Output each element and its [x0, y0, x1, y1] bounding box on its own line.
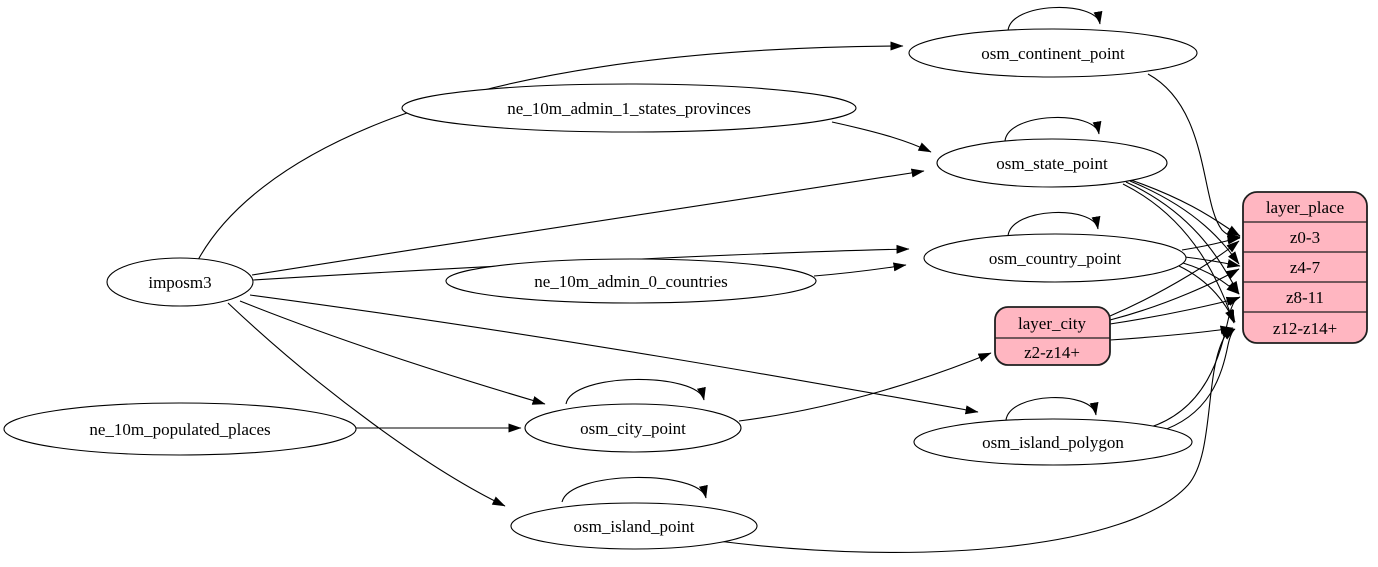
imposm3-label: imposm3: [148, 273, 211, 292]
osm_island_point-label: osm_island_point: [574, 517, 695, 536]
layer_city-shape: [994, 306, 1111, 366]
node-osm_state_point: osm_state_point: [936, 138, 1168, 188]
layer_city-title: layer_city: [1018, 314, 1086, 333]
edge-osm_country_point-z12-z14: [1178, 265, 1236, 323]
edge-layer_city-z0-3: [1109, 240, 1240, 317]
edge-osm_state_point-z4-7: [1129, 180, 1240, 265]
edge-imposm3-osm_city_point: [239, 300, 546, 405]
node-osm_island_point: osm_island_point: [510, 502, 758, 550]
osm_island_polygon-label: osm_island_polygon: [982, 433, 1124, 452]
osm_continent_point-shape: [908, 28, 1198, 78]
edge-ne_10m_admin_0_countries-osm_country_point: [813, 262, 907, 277]
edge-osm_state_point-z0-3: [1127, 178, 1241, 237]
ne_10m_admin_0_countries-shape: [445, 258, 817, 304]
layer_place-row-z12-z14: z12-z14+: [1273, 319, 1337, 338]
node-ne_10m_admin_0_countries: ne_10m_admin_0_countries: [445, 258, 817, 304]
edge-imposm3-osm_continent_point: [197, 41, 904, 261]
selfloop-osm_island_polygon: [1005, 397, 1099, 421]
node-osm_continent_point: osm_continent_point: [908, 28, 1198, 78]
edge-imposm3-osm_island_polygon: [249, 294, 979, 415]
selfloop-osm_island_point: [561, 476, 708, 503]
ne_10m_populated_places-shape: [3, 402, 357, 456]
edge-osm_country_point-z4-7: [1184, 256, 1241, 268]
ne_10m_admin_0_countries-label: ne_10m_admin_0_countries: [534, 272, 728, 291]
edge-osm_state_point-z8-11: [1125, 181, 1240, 295]
edge-layer_city-z12-z14: [1109, 325, 1234, 341]
edge-osm_city_point-layer_city: [738, 352, 992, 422]
node-ne_10m_admin_1_states_provinces: ne_10m_admin_1_states_provinces: [401, 83, 857, 133]
edge-layer_city-z8-11: [1109, 296, 1240, 325]
edge-osm_island_polygon-z8-11: [1147, 296, 1241, 429]
edge-osm_country_point-z0-3: [1181, 235, 1241, 251]
node-osm_island_polygon: osm_island_polygon: [913, 418, 1193, 466]
selfloop-osm_city_point: [565, 378, 706, 405]
layer_place-shape: [1242, 191, 1368, 344]
edge-imposm3-osm_state_point: [251, 168, 925, 276]
osm_state_point-shape: [936, 138, 1168, 188]
node-layer_place: layer_place z0-3 z4-7 z8-11 z12-z14+: [1242, 191, 1368, 344]
osm_city_point-label: osm_city_point: [580, 419, 686, 438]
edge-osm_island_polygon-z12-z14: [1157, 328, 1236, 433]
osm_state_point-label: osm_state_point: [996, 154, 1108, 173]
node-imposm3: imposm3: [106, 257, 254, 307]
osm_country_point-shape: [923, 233, 1187, 283]
node-osm_country_point: osm_country_point: [923, 233, 1187, 283]
layer_place-row-z8-11: z8-11: [1286, 288, 1324, 307]
edge-layer: [197, 7, 1241, 554]
osm_island_polygon-shape: [913, 418, 1193, 466]
layer_place-title: layer_place: [1266, 198, 1344, 217]
osm_city_point-shape: [524, 403, 742, 453]
edge-imposm3-osm_island_point: [227, 302, 506, 507]
imposm3-shape: [106, 257, 254, 307]
edge-layer_city-z4-7: [1109, 268, 1240, 321]
selfloop-osm_continent_point: [1007, 7, 1103, 32]
edge-osm_country_point-z8-11: [1182, 262, 1240, 295]
osm_island_point-shape: [510, 502, 758, 550]
node-layer_city: layer_city z2-z14+: [994, 306, 1111, 366]
ne_10m_populated_places-label: ne_10m_populated_places: [89, 420, 270, 439]
osm_country_point-label: osm_country_point: [989, 249, 1121, 268]
edge-osm_island_point-z12-z14: [717, 327, 1235, 554]
node-osm_city_point: osm_city_point: [524, 403, 742, 453]
osm_continent_point-label: osm_continent_point: [981, 44, 1125, 63]
ne_10m_admin_1_states_provinces-label: ne_10m_admin_1_states_provinces: [507, 99, 751, 118]
layer_place-row-z4-7: z4-7: [1290, 258, 1321, 277]
edge-osm_state_point-z12-z14: [1122, 183, 1235, 324]
layer_place-row-z0-3: z0-3: [1290, 228, 1320, 247]
edge-ne_10m_admin_1_states_provinces-osm_state_point: [831, 121, 932, 153]
layer_city-row-z2-z14: z2-z14+: [1024, 343, 1080, 362]
selfloop-osm_country_point: [1007, 212, 1101, 237]
node-ne_10m_populated_places: ne_10m_populated_places: [3, 402, 357, 456]
ne_10m_admin_1_states_provinces-shape: [401, 83, 857, 133]
selfloop-osm_state_point: [1004, 117, 1102, 142]
